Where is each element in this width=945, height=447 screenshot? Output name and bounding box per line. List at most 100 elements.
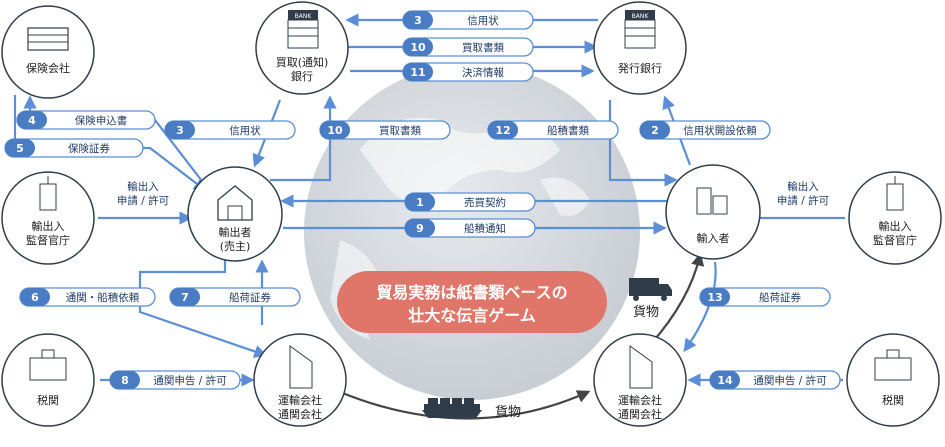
building-icon (27, 27, 69, 51)
shipper-left-label-1: 運輸会社 (278, 393, 322, 407)
flow-pill-number-bg (165, 121, 195, 139)
flow-pill-number-bg (488, 121, 518, 139)
bank-sign: BANK (295, 13, 313, 20)
office-building-icon (696, 187, 728, 215)
government-building-icon (886, 176, 904, 211)
flow-pill-1: 1 売買契約 (404, 192, 536, 212)
flow-pill-3: 3 信用状 (402, 10, 534, 30)
flow-pill-number-bg (710, 371, 740, 389)
truck-icon (629, 278, 672, 301)
flow-pill-label: 船荷証券 (759, 291, 801, 304)
flow-pill-number: 3 (414, 14, 422, 27)
flow-pill-label: 通関・船積依頼 (66, 291, 140, 304)
flow-pill-number-bg (640, 121, 670, 139)
flow-pill-number: 7 (181, 291, 189, 304)
node-shipper-right: 運輸会社 通関会社 (593, 333, 687, 427)
flow-pill-11: 10 買取書類 (402, 37, 534, 57)
node-importer: 輸入者 (665, 164, 761, 260)
flow-pill-number: 8 (121, 374, 129, 387)
flow-pill-number-bg (403, 63, 433, 81)
flow-pill-number-bg (405, 193, 435, 211)
reg-right-label-2: 監督官庁 (873, 233, 917, 247)
flow-pill-label: 買取書類 (462, 41, 504, 54)
flow-pill-6: 5 保険証券 (4, 138, 144, 158)
buy-bank-label-1: 買取(通知) (276, 55, 329, 69)
flow-pill-number: 1 (416, 196, 424, 209)
flow-pill-label: 通関申告 / 許可 (153, 374, 226, 387)
permit-left-label-1: 輸出入 (127, 180, 159, 193)
customs-building-icon (874, 349, 912, 381)
importer-label: 輸入者 (697, 231, 730, 245)
flow-pill-14: 12 船積書類 (487, 120, 619, 140)
shipping-building-icon (289, 345, 313, 389)
bank-icon: BANK (287, 10, 319, 49)
flow-pill-number: 10 (327, 124, 343, 137)
banner-line-1: 貿易実務は紙書類ベースの (376, 283, 567, 302)
node-customs-right: 税関 (846, 333, 940, 427)
flow-pill-label: 保険証券 (68, 142, 110, 155)
flow-pill-7: 6 通関・船積依頼 (19, 287, 156, 307)
issue-bank-label: 発行銀行 (618, 61, 662, 75)
node-purchasing-bank: BANK 買取(通知) 銀行 (255, 1, 349, 95)
center-banner: 貿易実務は紙書類ベースの 壮大な伝言ゲーム (337, 271, 607, 333)
node-regulator-right: 輸出入 監督官庁 (848, 171, 942, 265)
flow-pill-4: 3 信用状 (164, 120, 296, 140)
permit-left-label-2: 申請 / 許可 (117, 194, 169, 207)
customs-right-label: 税関 (882, 393, 904, 407)
exporter-label-1: 輸出者 (219, 225, 252, 239)
customs-left-label: 税関 (37, 393, 59, 407)
insurance-label: 保険会社 (26, 61, 70, 75)
shipper-right-label-1: 運輸会社 (618, 393, 662, 407)
flow-pill-number: 5 (16, 142, 24, 155)
cargo-ship-icon (422, 398, 482, 418)
flow-pill-label: 通関申告 / 許可 (753, 374, 826, 387)
shipper-right-label-2: 通関会社 (618, 407, 662, 421)
node-customs-left: 税関 (1, 333, 95, 427)
flow-pill-label: 信用状 (467, 14, 499, 27)
permit-right-label-2: 申請 / 許可 (777, 194, 829, 207)
reg-left-label-1: 輸出入 (32, 219, 65, 233)
flow-pill-number: 6 (31, 291, 39, 304)
cargo-right-label: 貨物 (633, 304, 659, 320)
flow-pill-number-bg (405, 219, 435, 237)
flow-pill-number-bg (320, 121, 350, 139)
node-shipper-left: 運輸会社 通関会社 (253, 333, 347, 427)
government-building-icon (39, 176, 57, 211)
flow-pill-label: 買取書類 (379, 124, 421, 137)
flow-pill-number: 9 (416, 222, 424, 235)
flow-pill-label: 信用状 (229, 124, 261, 137)
flow-pill-10: 9 船積通知 (404, 218, 536, 238)
flow-pill-label: 船積通知 (464, 222, 506, 235)
bank-icon: BANK (624, 10, 656, 49)
reg-right-label-1: 輸出入 (879, 219, 912, 233)
flow-pill-number: 2 (651, 124, 659, 137)
flow-pill-number: 4 (28, 114, 36, 127)
permit-right-label-1: 輸出入 (787, 180, 819, 193)
flow-pill-number-bg (17, 111, 47, 129)
flow-pill-number-bg (5, 139, 35, 157)
flow-pill-number-bg (403, 11, 433, 29)
shipping-building-icon (629, 345, 653, 389)
flow-pill-number-bg (20, 288, 50, 306)
flow-pill-9: 8 通関申告 / 許可 (109, 370, 241, 390)
flow-pill-number-bg (110, 371, 140, 389)
flow-pill-number-bg (403, 38, 433, 56)
flow-pill-number: 10 (410, 41, 426, 54)
flow-pill-number: 3 (176, 124, 184, 137)
flow-pill-label: 保険申込書 (75, 114, 128, 127)
flow-pill-number: 12 (495, 124, 510, 137)
bank-sign: BANK (632, 13, 650, 20)
exporter-label-2: (売主) (220, 240, 251, 253)
shipper-left-label-2: 通関会社 (278, 407, 322, 421)
flow-pill-label: 船積書類 (547, 124, 589, 137)
flow-pill-label: 決済情報 (462, 66, 504, 79)
buy-bank-label-2: 銀行 (291, 69, 313, 83)
warehouse-icon (217, 185, 253, 221)
flow-pill-number-bg (700, 288, 730, 306)
flow-pill-label: 売買契約 (464, 196, 506, 209)
